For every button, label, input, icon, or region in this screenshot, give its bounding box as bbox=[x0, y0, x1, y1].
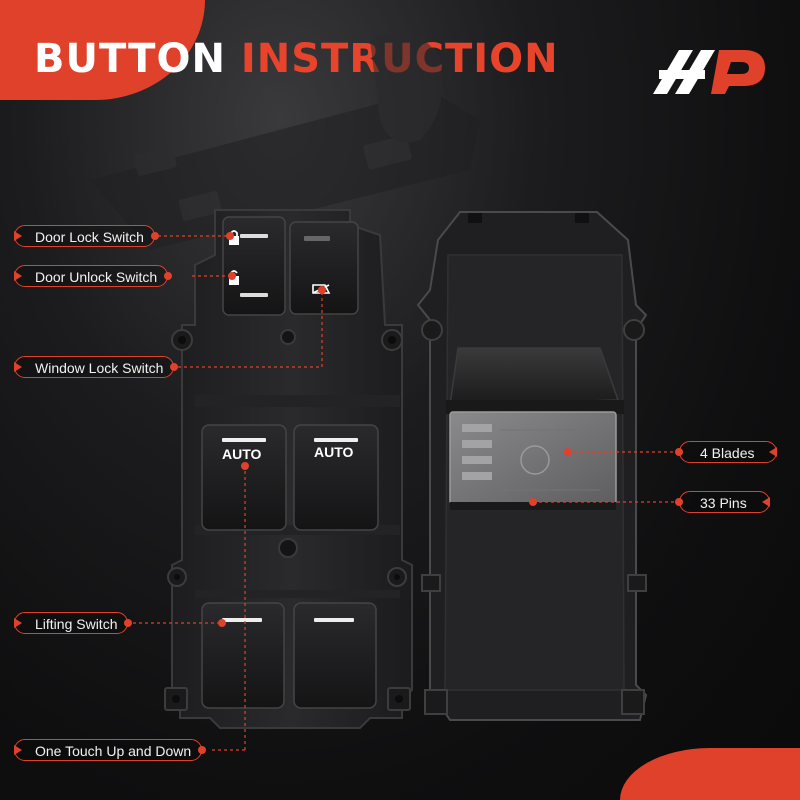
connector-icon bbox=[446, 347, 624, 510]
front-left-auto-button bbox=[201, 424, 287, 531]
callout-text: Window Lock Switch bbox=[35, 360, 164, 376]
callout-text: One Touch Up and Down bbox=[35, 743, 192, 759]
auto-label-front-left: AUTO bbox=[222, 446, 262, 462]
callout-33-pins: 33 Pins bbox=[675, 491, 770, 513]
callout-text: Lifting Switch bbox=[35, 616, 118, 632]
callout-one-touch-up-down: One Touch Up and Down bbox=[14, 739, 207, 761]
page-title: BUTTON INSTRUCTION bbox=[34, 36, 559, 82]
window-lock-button bbox=[289, 221, 359, 315]
callout-text: Door Lock Switch bbox=[35, 229, 144, 245]
background-door-panel bbox=[90, 33, 480, 250]
front-right-auto-button bbox=[293, 424, 379, 531]
ap-brand-logo-icon bbox=[653, 50, 765, 94]
switch-front-body bbox=[164, 209, 413, 729]
callout-dots bbox=[218, 232, 572, 627]
callout-text: 4 Blades bbox=[700, 445, 755, 461]
auto-label-front-right: AUTO bbox=[314, 444, 354, 460]
rear-left-window-button bbox=[201, 602, 285, 709]
callout-door-lock-switch: Door Lock Switch bbox=[14, 225, 159, 247]
rear-right-window-button bbox=[293, 602, 377, 709]
callout-text: Door Unlock Switch bbox=[35, 269, 158, 285]
callout-door-unlock-switch: Door Unlock Switch bbox=[14, 265, 173, 287]
callout-leader-lines bbox=[127, 235, 676, 751]
title-word-button: BUTTON bbox=[34, 36, 226, 82]
callout-lifting-switch: Lifting Switch bbox=[14, 612, 133, 634]
callout-4-blades: 4 Blades bbox=[675, 441, 778, 463]
callout-window-lock-switch: Window Lock Switch bbox=[14, 356, 179, 378]
callout-text: 33 Pins bbox=[700, 495, 747, 511]
